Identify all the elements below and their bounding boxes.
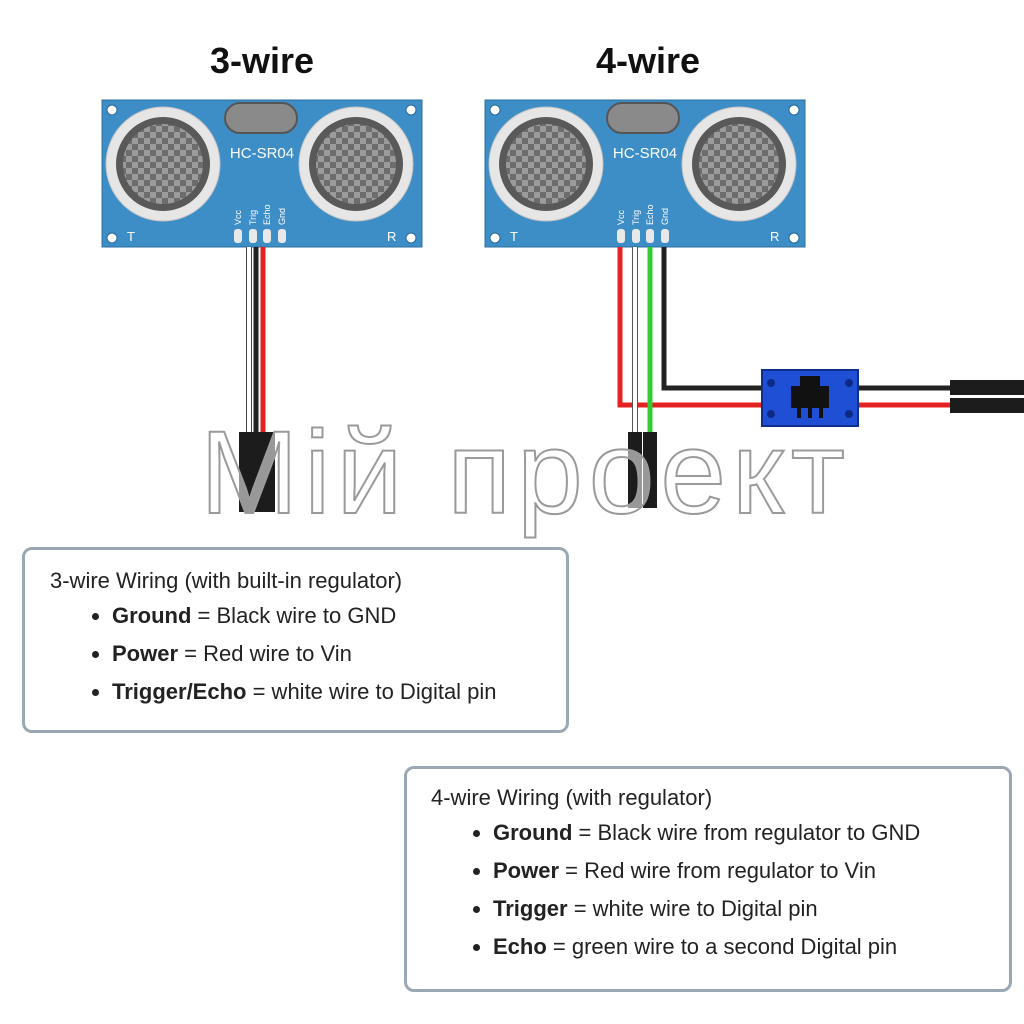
connector-power-out [950,398,1024,413]
receiver-transducer [681,106,797,222]
pin-pad [646,229,654,243]
mount-hole [405,104,417,116]
pin-label-trig: Trig [248,210,258,225]
term: Ground [493,820,573,845]
pin-label-gnd: Gnd [277,208,287,225]
sensor-4-wire: HC-SR04 T R Vcc Trig Echo Gnd [484,99,806,248]
pin-pad [632,229,640,243]
mount-hole [489,232,501,244]
receiver-mark: R [387,229,396,244]
pin-label-echo: Echo [645,204,655,225]
transmitter-transducer [105,106,221,222]
term: Trigger/Echo [112,679,247,704]
pin-pad [263,229,271,243]
list-item-trigger-echo: Trigger/Echo = white wire to Digital pin [112,678,566,706]
box-title: 3-wire Wiring (with built-in regulator) [50,568,403,593]
connector-echo [643,432,657,508]
wiring-list: Ground = Black wire from regulator to GN… [431,819,1009,961]
info-box-3-wire: 3-wire Wiring (with built-in regulator) … [22,547,569,733]
list-item-ground: Ground = Black wire to GND [112,602,566,630]
receiver-mark: R [770,229,779,244]
heading-3-wire: 3-wire [210,40,315,81]
pin-label-trig: Trig [631,210,641,225]
sensor-model-label: HC-SR04 [613,145,677,162]
info-box-4-wire: 4-wire Wiring (with regulator) Ground = … [404,766,1012,992]
heading-4-wire: 4-wire [596,40,701,81]
mount-hole [788,232,800,244]
sensor-3-wire: HC-SR04 T R Vcc Trig Echo Gnd [101,99,423,248]
pin-label-gnd: Gnd [660,208,670,225]
regulator-chip [791,386,829,408]
term: Echo [493,934,547,959]
sensor-model-label: HC-SR04 [230,145,294,162]
list-item-power: Power = Red wire to Vin [112,640,566,668]
pin-pad [661,229,669,243]
list-item-power: Power = Red wire from regulator to Vin [493,857,1009,885]
mount-hole [106,232,118,244]
watermark: Мій проект [199,406,851,540]
desc: = Red wire from regulator to Vin [559,858,876,883]
term: Power [112,641,179,666]
transmitter-transducer [488,106,604,222]
pin-label-echo: Echo [262,204,272,225]
connector-trig [628,432,642,508]
connector-housing [239,432,275,512]
pin-pad [617,229,625,243]
connector-gnd-out [950,380,1024,395]
box-title: 4-wire Wiring (with regulator) [431,785,713,810]
crystal-oscillator [224,102,298,134]
desc: = white wire to Digital pin [246,679,497,704]
desc: = green wire to a second Digital pin [546,934,898,959]
pin-label-vcc: Vcc [233,209,243,225]
desc: = white wire to Digital pin [567,896,818,921]
mount-hole [106,104,118,116]
desc: = Black wire from regulator to GND [572,820,921,845]
desc: = Red wire to Vin [178,641,352,666]
mount-hole [788,104,800,116]
desc: = Black wire to GND [191,603,397,628]
list-item-trigger: Trigger = white wire to Digital pin [493,895,1009,923]
pin-pad [278,229,286,243]
list-item-ground: Ground = Black wire from regulator to GN… [493,819,1009,847]
pin-pad [249,229,257,243]
regulator-chip-tab [800,376,820,386]
crystal-oscillator [606,102,680,134]
pin-label-vcc: Vcc [616,209,626,225]
voltage-regulator [761,369,859,427]
term: Trigger [493,896,568,921]
receiver-transducer [298,106,414,222]
term: Power [493,858,560,883]
transmitter-mark: T [510,229,518,244]
transmitter-mark: T [127,229,135,244]
list-item-echo: Echo = green wire to a second Digital pi… [493,933,1009,961]
term: Ground [112,603,192,628]
cable-3-wire [239,247,275,512]
mount-hole [405,232,417,244]
pin-pad [234,229,242,243]
mount-hole [489,104,501,116]
wiring-list: Ground = Black wire to GND Power = Red w… [50,602,566,706]
cable-4-wire [617,247,1024,508]
